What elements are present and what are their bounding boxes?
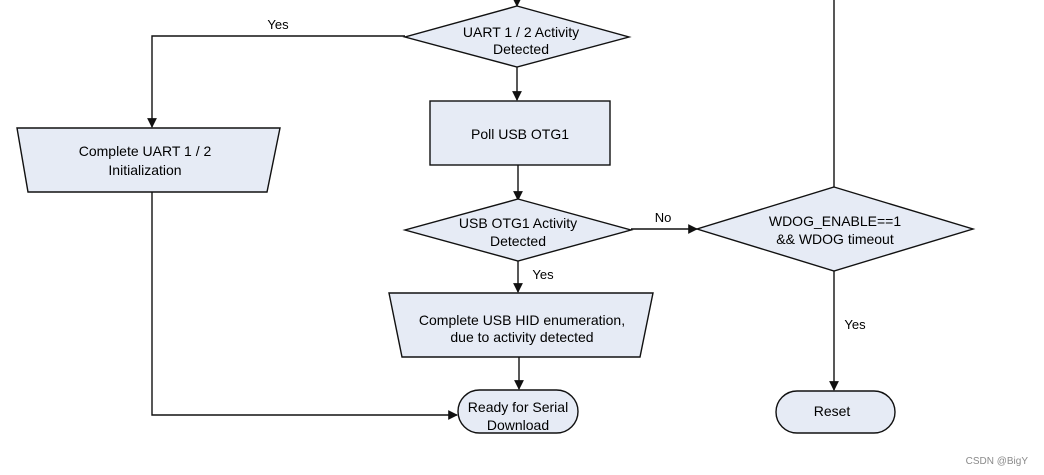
node-uart-activity-line-2: Detected [493,41,549,57]
node-poll-usb: Poll USB OTG1 [429,100,611,166]
node-usb-activity: USB OTG1 Activity Detected [402,198,634,262]
edge-label-usb-no: No [655,210,672,225]
process-rectangle [429,100,611,166]
decision-diamond [402,5,632,68]
node-ready-serial-line-1: Ready for Serial [468,399,568,415]
edge-label-usb-yes: Yes [532,267,554,282]
edge-label-wdog-yes: Yes [844,317,866,332]
process-trapezoid [388,292,654,358]
terminal-rounded-rect [457,389,579,434]
watermark-text: CSDN @BigY [966,456,1029,467]
node-ready-serial: Ready for Serial Download [457,389,579,434]
node-uart-init-line-1: Complete UART 1 / 2 [79,143,212,159]
node-uart-init: Complete UART 1 / 2 Initialization [16,127,281,193]
node-uart-init-line-2: Initialization [108,162,181,178]
decision-diamond [694,186,976,272]
process-trapezoid [16,127,281,193]
node-usb-activity-line-2: Detected [490,233,546,249]
node-uart-activity: UART 1 / 2 Activity Detected [402,5,632,68]
node-usb-hid-line-1: Complete USB HID enumeration, [419,312,625,328]
node-usb-hid-line-2: due to activity detected [450,329,593,345]
node-uart-activity-line-1: UART 1 / 2 Activity [463,24,579,40]
terminal-rounded-rect [775,390,896,434]
node-usb-activity-line-1: USB OTG1 Activity [459,215,577,231]
edge-label-uart-yes: Yes [267,17,289,32]
node-poll-usb-line-1: Poll USB OTG1 [471,126,569,142]
node-wdog-check-line-2: && WDOG timeout [776,231,894,247]
edge-uart-activity-to-uart-init [147,35,405,128]
decision-diamond [402,198,634,262]
node-usb-hid: Complete USB HID enumeration, due to act… [388,292,654,358]
node-wdog-check-line-1: WDOG_ENABLE==1 [769,213,901,229]
node-wdog-check: WDOG_ENABLE==1 && WDOG timeout [694,186,976,272]
edge-uart-init-to-ready-serial [151,192,458,420]
node-reset-line-1: Reset [814,403,851,419]
node-ready-serial-line-2: Download [487,417,549,433]
node-reset: Reset [775,390,896,434]
